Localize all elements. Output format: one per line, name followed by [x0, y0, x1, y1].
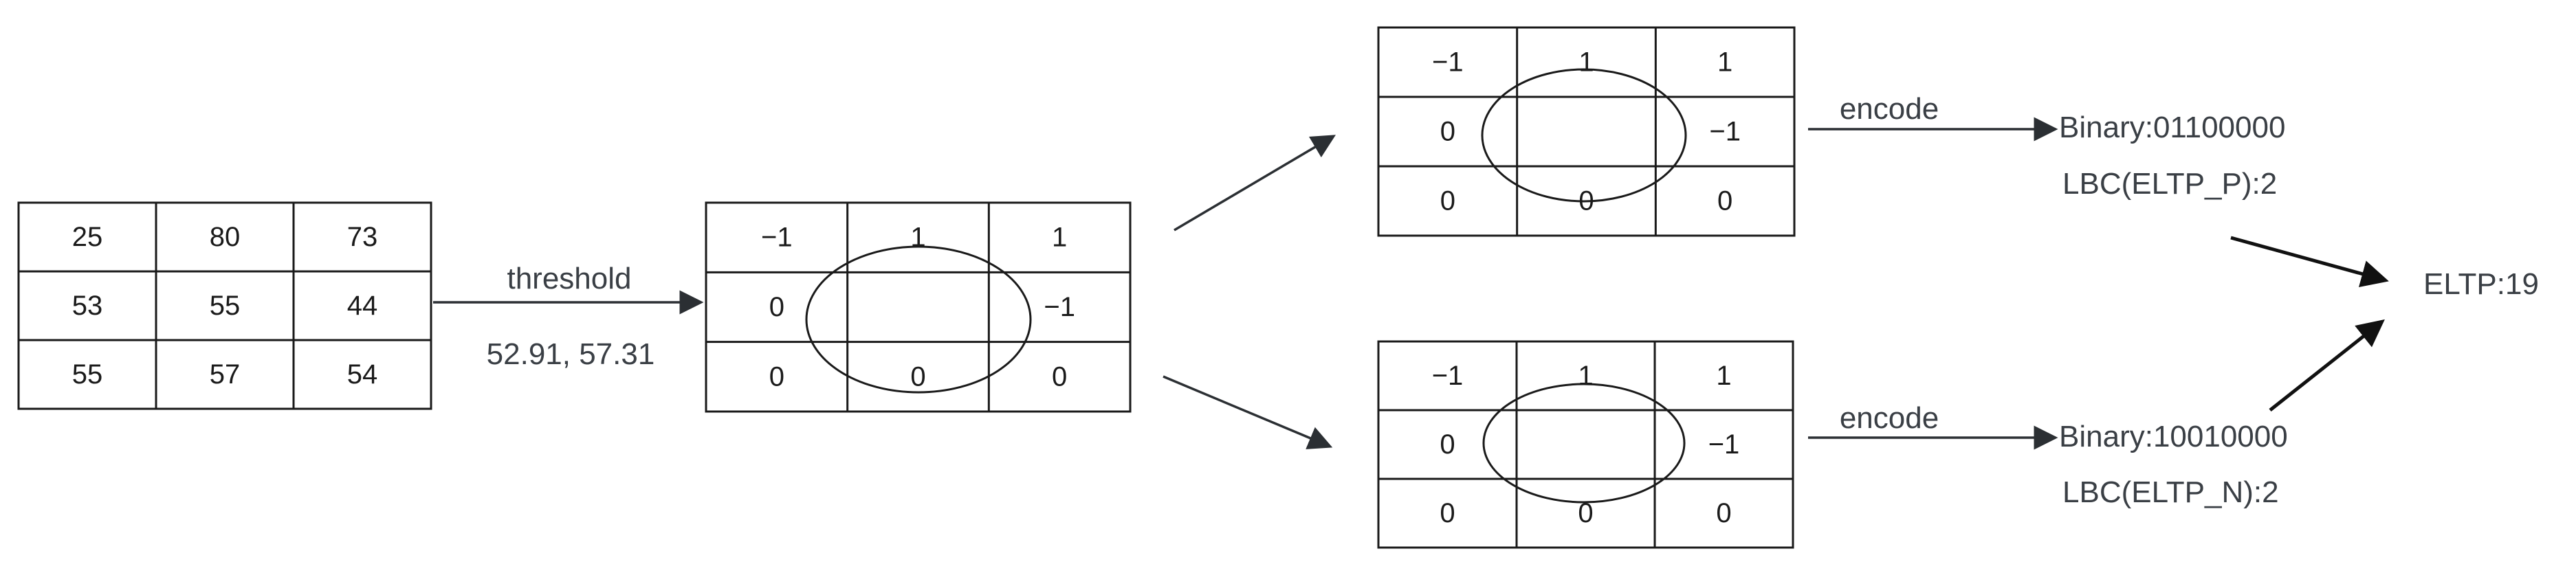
- encode-label-bottom: encode: [1840, 401, 1939, 435]
- lbc-positive-label: LBC(ELTP_P):2: [2062, 167, 2277, 201]
- input-grid-cell: 55: [210, 291, 241, 321]
- negative-pattern-grid: −1 1 1 0 −1 0 0 0: [1377, 340, 1794, 549]
- lbc-negative-label: LBC(ELTP_N):2: [2062, 475, 2279, 509]
- combine-arrow-bottom: [2269, 319, 2385, 412]
- combine-arrow-top: [2230, 236, 2389, 287]
- positive-grid-cell: 0: [1717, 186, 1732, 216]
- input-pixel-grid: 25 80 73 53 55 44 55 57 54: [17, 201, 432, 410]
- input-grid-cell: 53: [72, 291, 103, 321]
- ternary-grid-cell: −1: [761, 223, 793, 253]
- ternary-pattern-grid: −1 1 1 0 −1 0 0 0: [705, 201, 1132, 413]
- negative-grid-cell: 0: [1440, 429, 1455, 460]
- positive-grid-cell: −1: [1432, 47, 1464, 78]
- positive-grid-cell: 1: [1578, 47, 1594, 78]
- positive-grid-cell: 0: [1440, 117, 1455, 147]
- ternary-grid-cell: 1: [910, 223, 925, 253]
- input-grid-cell: 73: [347, 222, 378, 252]
- input-grid-cell: 54: [347, 359, 378, 390]
- binary-positive-label: Binary:01100000: [2059, 111, 2285, 144]
- input-grid-cell: 80: [210, 222, 241, 252]
- input-grid-cell: 57: [210, 359, 241, 390]
- input-grid-cell: 25: [72, 222, 103, 252]
- negative-grid-cell: −1: [1708, 429, 1740, 460]
- binary-negative-label: Binary:10010000: [2059, 420, 2288, 453]
- center-ellipse-negative: [1482, 383, 1686, 504]
- ternary-grid-cell: 0: [1052, 361, 1067, 392]
- positive-grid-cell: −1: [1709, 117, 1741, 147]
- ternary-grid-border: [705, 201, 1132, 413]
- negative-grid-cell: 1: [1716, 361, 1731, 391]
- ternary-grid-cell: 1: [1052, 223, 1067, 253]
- split-arrow-down: [1163, 375, 1333, 449]
- positive-grid-cell: 0: [1440, 186, 1455, 216]
- ternary-grid-cell: 0: [769, 361, 784, 392]
- ternary-grid-cell: −1: [1044, 292, 1075, 322]
- center-ellipse-ternary: [805, 245, 1032, 394]
- input-grid-cell: 44: [347, 291, 378, 321]
- ternary-grid-cell: 0: [910, 361, 925, 392]
- negative-grid-border: [1377, 340, 1794, 549]
- threshold-label: threshold: [507, 262, 631, 295]
- negative-grid-cell: 0: [1716, 498, 1731, 528]
- negative-grid-cell: 1: [1578, 361, 1593, 391]
- ternary-grid-cell: 0: [769, 292, 784, 322]
- center-ellipse-positive: [1481, 68, 1687, 203]
- input-grid-border: [17, 201, 432, 410]
- encode-label-top: encode: [1840, 92, 1939, 126]
- negative-grid-cell: 0: [1440, 498, 1455, 528]
- negative-grid-cell: −1: [1432, 361, 1464, 391]
- eltp-result-label: ELTP:19: [2423, 267, 2539, 301]
- input-grid-cell: 55: [72, 359, 103, 390]
- positive-grid-border: [1377, 26, 1796, 237]
- positive-grid-cell: 1: [1717, 47, 1732, 78]
- negative-grid-cell: 0: [1578, 498, 1593, 528]
- threshold-values-label: 52.91, 57.31: [487, 337, 655, 371]
- split-arrow-up: [1174, 135, 1336, 232]
